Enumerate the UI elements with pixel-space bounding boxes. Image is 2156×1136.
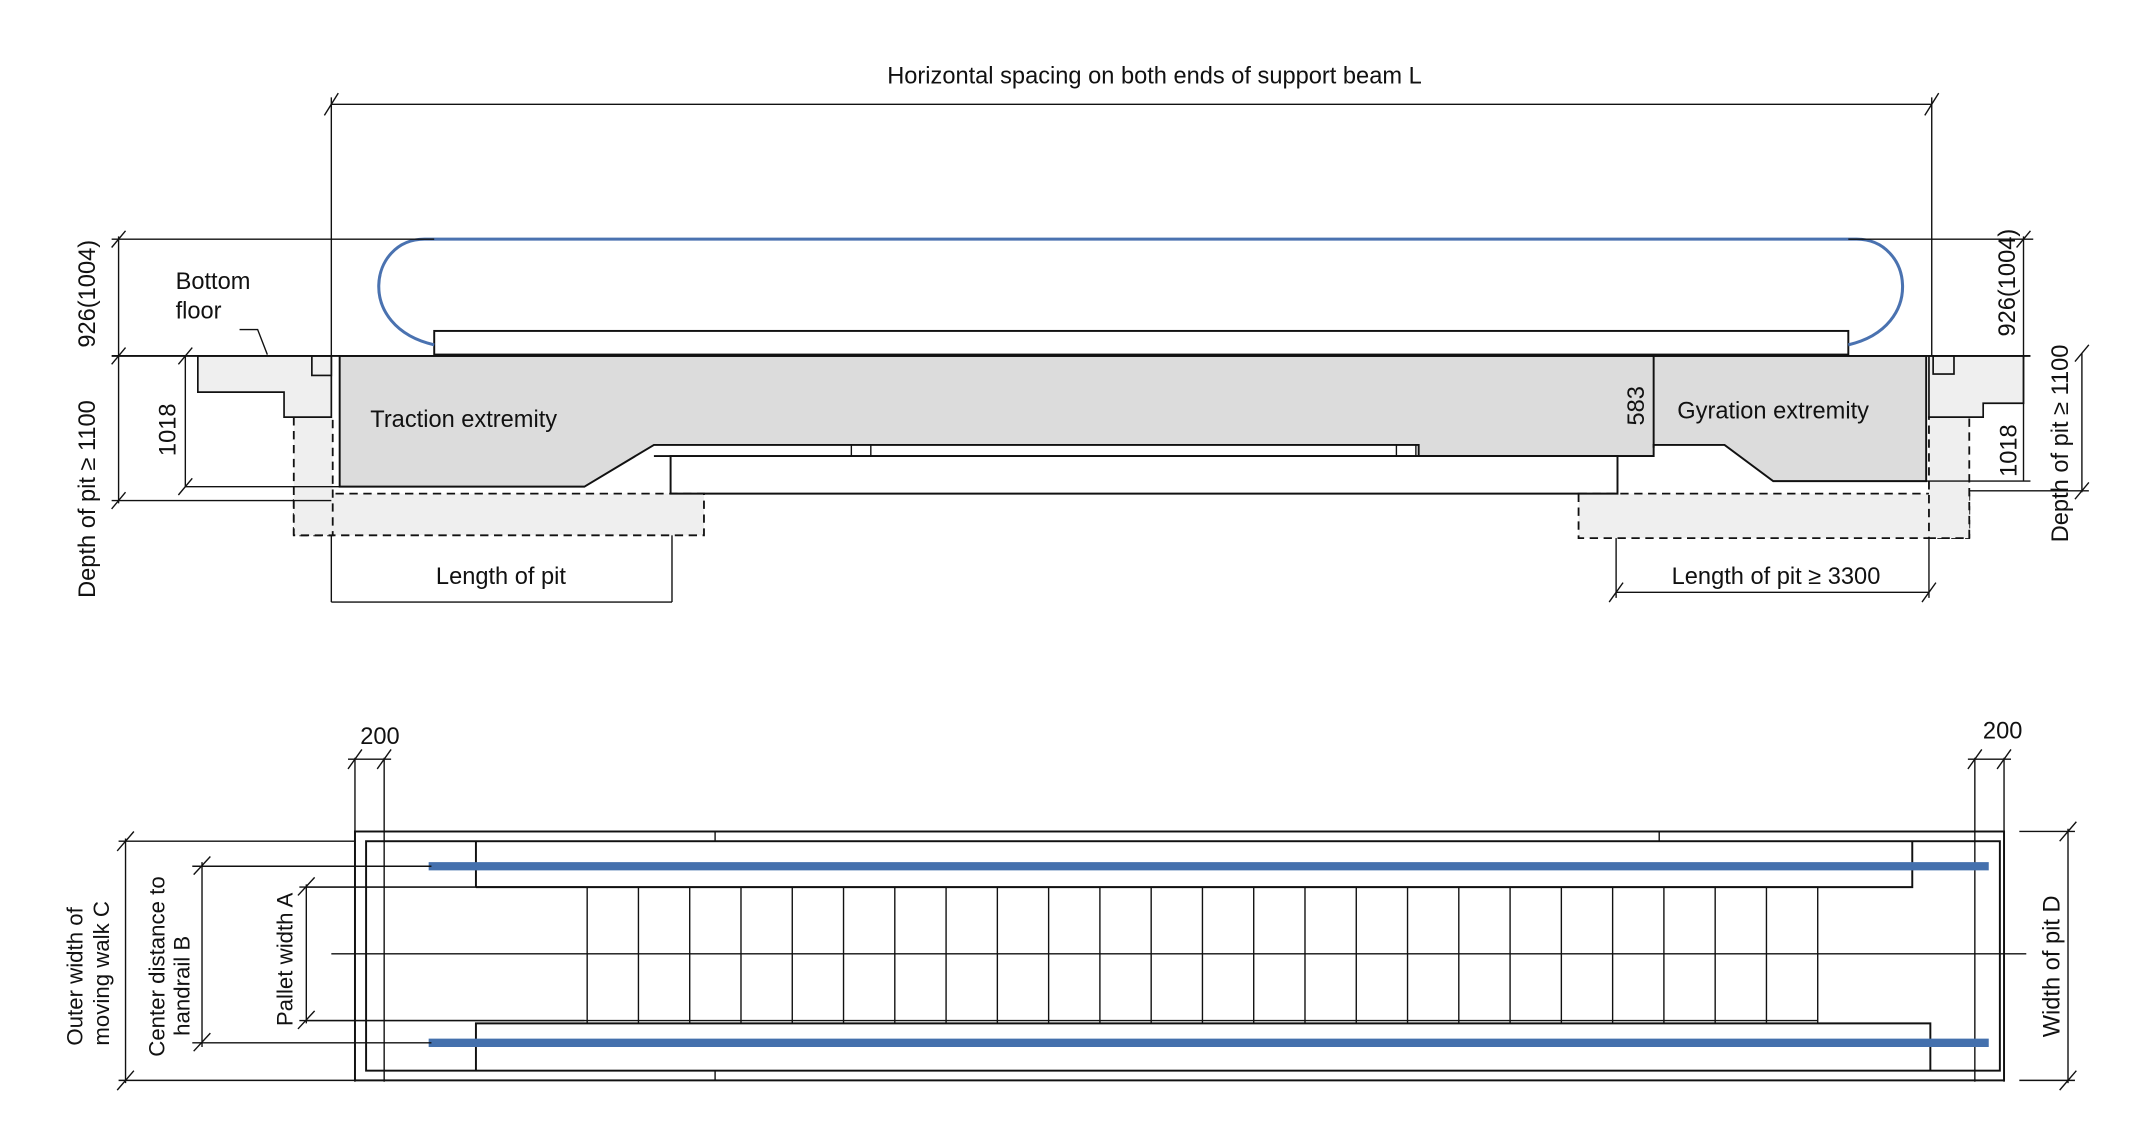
side-view: Horizontal spacing on both ends of suppo… xyxy=(75,63,2090,603)
handrail-center-dimension: Center distance to handrail B xyxy=(144,856,432,1057)
left-truss-depth-label: 1018 xyxy=(156,404,182,457)
right-pit-wall xyxy=(1928,416,1971,540)
left-dimensions: Depth of pit ≥ 1100 926(1004) 1018 Botto… xyxy=(75,230,435,598)
traction-label: Traction extremity xyxy=(370,407,557,433)
bottom-floor-label-2: floor xyxy=(176,298,222,324)
outer-width-label-1: Outer width of xyxy=(62,906,87,1045)
bottom-floor-leader xyxy=(239,328,269,355)
handrail-center-label-1: Center distance to xyxy=(144,876,169,1056)
left-offset-label: 200 xyxy=(360,724,399,750)
pallet-group xyxy=(306,886,1819,1024)
balustrade-panel xyxy=(433,329,1850,356)
pallet-width-label: Pallet width A xyxy=(272,893,297,1027)
right-offset-label: 200 xyxy=(1983,718,2022,744)
outer-width-label-2: moving walk C xyxy=(89,901,114,1046)
gyration-label: Gyration extremity xyxy=(1677,399,1869,425)
right-pit-outline xyxy=(1577,492,1971,540)
right-offset-dimension: 200 xyxy=(1967,718,2022,1082)
handrail-loop xyxy=(377,237,1904,347)
truss-height-label: 583 xyxy=(1624,386,1650,425)
right-comb-plate xyxy=(1932,355,1955,375)
truss-lower-chord xyxy=(669,455,1619,495)
pit-width-label: Width of pit D xyxy=(2040,895,2066,1037)
right-truss-depth-label: 1018 xyxy=(1997,424,2023,477)
beam-spacing-label: Horizontal spacing on both ends of suppo… xyxy=(887,63,1422,89)
left-pit-length-label: Length of pit xyxy=(436,564,566,590)
left-pit-wall xyxy=(292,416,334,537)
plan-view: 200 200 Outer xyxy=(62,718,2077,1091)
pit-width-dimension: Width of pit D xyxy=(2019,821,2077,1091)
handrail-center-label-2: handrail B xyxy=(170,936,195,1036)
right-pit-depth-label: Depth of pit ≥ 1100 xyxy=(2048,345,2074,543)
moving-walk-outline xyxy=(365,840,2001,1072)
right-height-label: 926(1004) xyxy=(1995,229,2021,337)
outer-width-dimension: Outer width of moving walk C xyxy=(62,831,355,1091)
left-pit-length-dimension: Length of pit xyxy=(330,535,673,603)
left-comb-plate xyxy=(311,355,333,377)
left-height-label: 926(1004) xyxy=(75,240,101,348)
pit-outline xyxy=(353,830,2006,1082)
beam-spacing-dimension: Horizontal spacing on both ends of suppo… xyxy=(323,63,1940,494)
right-dimensions: 926(1004) 1018 Depth of pit ≥ 1100 xyxy=(1848,229,2090,543)
right-pit-length-label: Length of pit ≥ 3300 xyxy=(1672,564,1881,590)
left-pit-outline xyxy=(292,492,705,537)
pallet-width-dimension: Pallet width A xyxy=(272,876,585,1030)
bottom-floor-label-1: Bottom xyxy=(176,269,251,295)
left-pit-depth-label: Depth of pit ≥ 1100 xyxy=(75,400,101,598)
right-pit-length-dimension: Length of pit ≥ 3300 xyxy=(1608,538,1937,603)
